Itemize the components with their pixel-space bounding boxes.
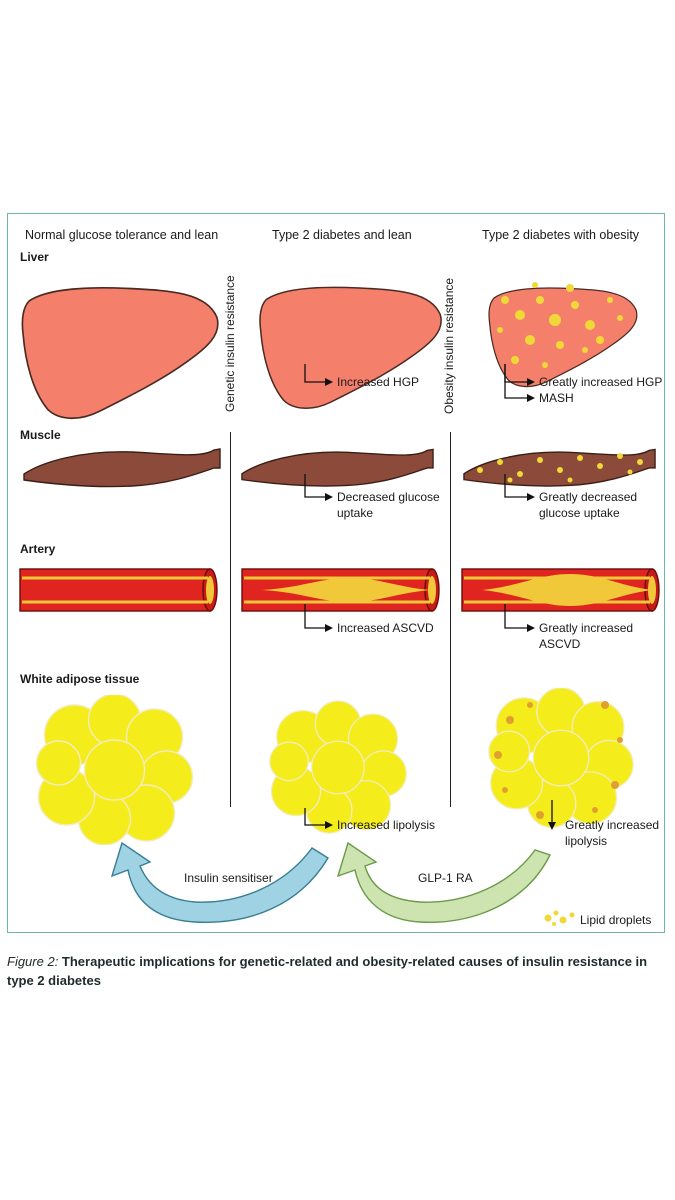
effect-arrowheads bbox=[325, 378, 556, 830]
glp1-ra-arrow bbox=[336, 841, 551, 923]
therapy-glp1-ra: GLP-1 RA bbox=[418, 871, 473, 885]
col-header-t2d-obese: Type 2 diabetes with obesity bbox=[482, 228, 640, 242]
row-header-muscle: Muscle bbox=[20, 428, 61, 442]
col-header-t2d-lean: Type 2 diabetes and lean bbox=[272, 228, 412, 242]
row-header-liver: Liver bbox=[20, 250, 49, 264]
artery-plaque-lean bbox=[262, 578, 432, 602]
row-header-artery: Artery bbox=[20, 542, 56, 556]
caption-figure-number: Figure 2: bbox=[7, 954, 59, 969]
liver-lipid-droplets bbox=[497, 282, 623, 368]
effect-artery-obese-line2: ASCVD bbox=[539, 637, 581, 651]
effect-liver-lean: Increased HGP bbox=[337, 375, 420, 389]
col-header-normal: Normal glucose tolerance and lean bbox=[25, 228, 219, 242]
caption-text: Therapeutic implications for genetic-rel… bbox=[7, 954, 648, 988]
effect-muscle-lean-line2: uptake bbox=[337, 506, 374, 520]
divider-right bbox=[450, 432, 452, 807]
therapy-insulin-sensitiser: Insulin sensitiser bbox=[184, 871, 273, 885]
effect-artery-lean: Increased ASCVD bbox=[337, 621, 434, 635]
effect-adipose-lean: Increased lipolysis bbox=[337, 818, 436, 832]
effect-muscle-obese-line1: Greatly decreased bbox=[539, 490, 638, 504]
divider-left bbox=[230, 432, 232, 807]
adipose-lipid-droplets bbox=[494, 701, 623, 819]
effect-arrows bbox=[304, 364, 553, 826]
effect-muscle-lean-line1: Decreased glucose bbox=[337, 490, 440, 504]
muscle-lipid-droplets bbox=[477, 453, 643, 483]
label-genetic-insulin-resistance: Genetic insulin resistance bbox=[223, 275, 237, 412]
effect-adipose-obese-line1: Greatly increased bbox=[565, 818, 660, 832]
effect-liver-obese-hgp: Greatly increased HGP bbox=[539, 375, 663, 389]
effect-artery-obese-line1: Greatly increased bbox=[539, 621, 634, 635]
row-header-adipose: White adipose tissue bbox=[20, 672, 140, 686]
effect-adipose-obese-line2: lipolysis bbox=[565, 834, 608, 848]
insulin-sensitiser-arrow bbox=[110, 841, 329, 923]
legend-lipid-droplets: Lipid droplets bbox=[580, 913, 652, 927]
figure-caption: Figure 2: Therapeutic implications for g… bbox=[7, 952, 657, 990]
artery-plaque-obese bbox=[482, 574, 652, 606]
effect-liver-obese-mash: MASH bbox=[539, 391, 574, 405]
figure-frame bbox=[7, 213, 665, 933]
lipid-droplets-legend-icon bbox=[544, 910, 575, 926]
label-obesity-insulin-resistance: Obesity insulin resistance bbox=[442, 277, 456, 414]
effect-muscle-obese-line2: glucose uptake bbox=[539, 506, 620, 520]
